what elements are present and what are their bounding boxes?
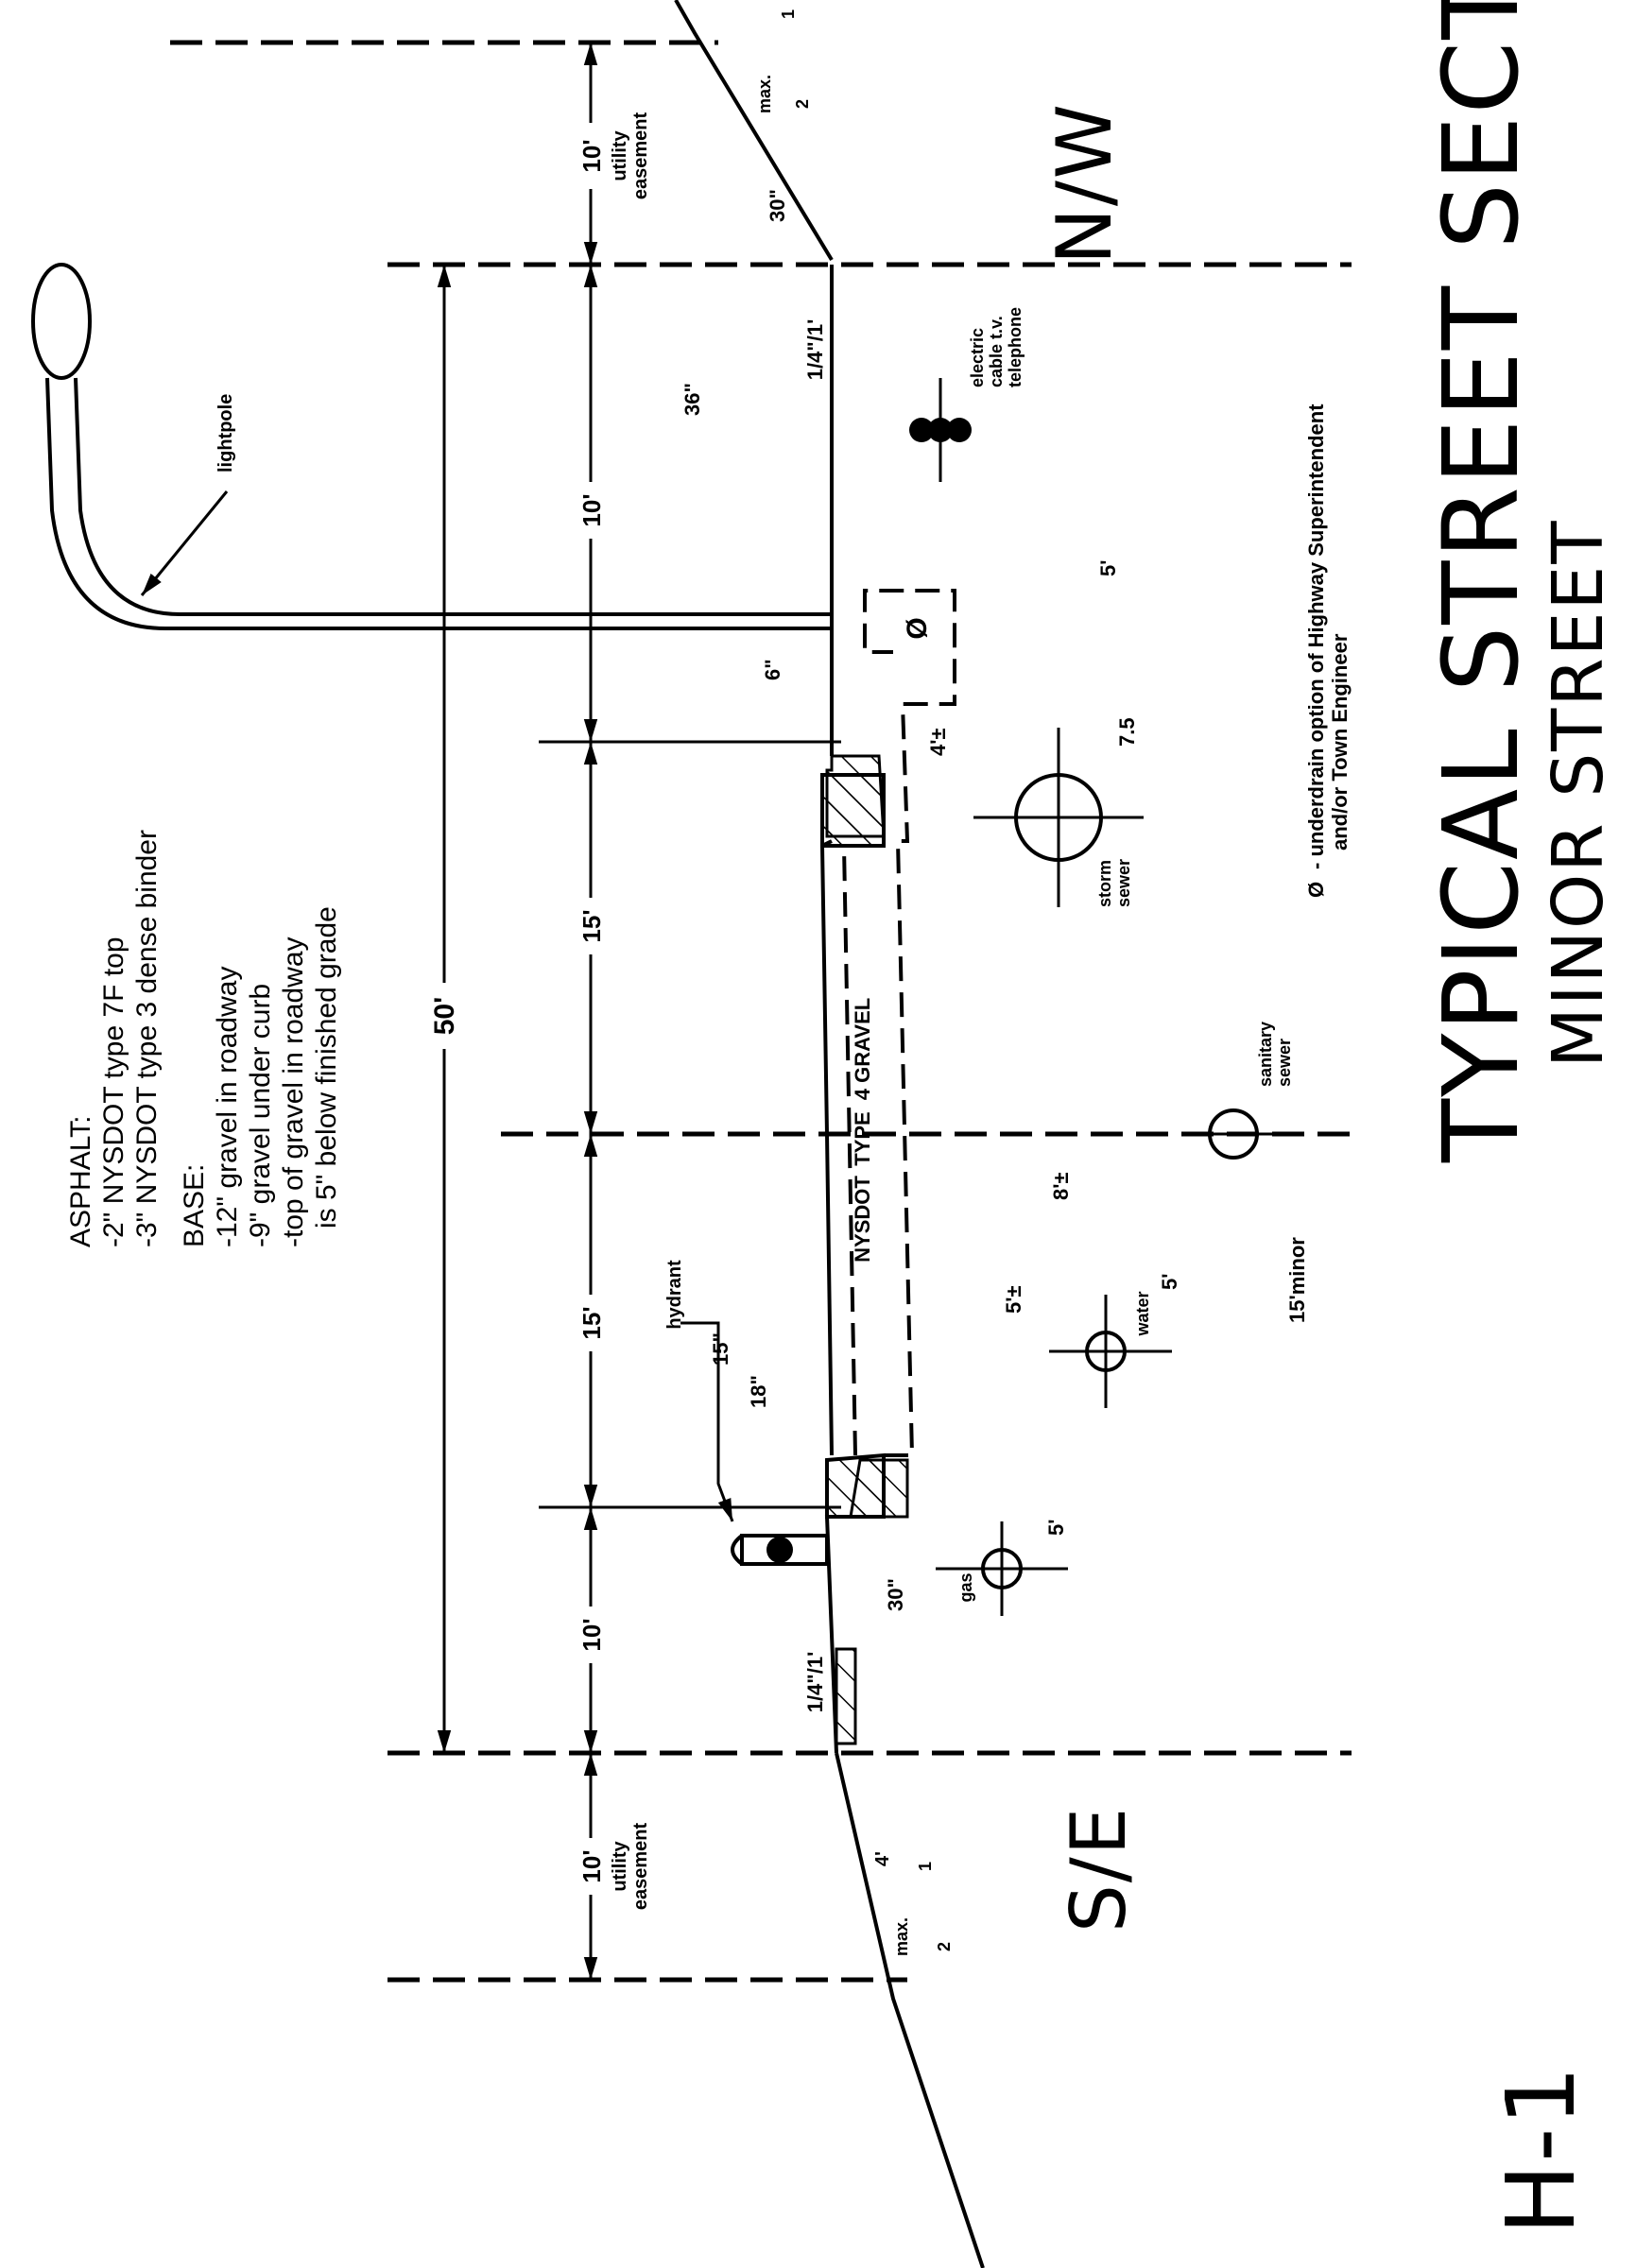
lightpole — [31, 263, 832, 630]
curb-right-base — [825, 754, 886, 838]
slope-run-right: 2 — [793, 99, 812, 109]
dim-easement-right: 10' — [577, 139, 606, 172]
water-line — [1049, 1295, 1172, 1408]
gravel-label-a: NYSDOT — [851, 1176, 874, 1263]
underdrain-symbol: Ø — [902, 617, 933, 639]
side-label-se: S/E — [1055, 1806, 1143, 1933]
dim-7-5: 7.5 — [1115, 717, 1139, 747]
gas-line — [936, 1521, 1068, 1616]
slope-rate-left: 1/4"/1' — [803, 1652, 827, 1713]
hydrant — [731, 1534, 829, 1566]
base-line-2: -9" gravel under curb — [245, 984, 276, 1247]
base-line-1: -12" gravel in roadway — [212, 967, 243, 1247]
underdrain-note-2: and/or Town Engineer — [1328, 633, 1352, 850]
dim-30-left: 30" — [884, 1578, 907, 1611]
sanitary-sewer — [1191, 1108, 1295, 1160]
dim-easement-left-l1: utility — [610, 1840, 630, 1891]
underdrain-note-1: - underdrain option of Highway Superinte… — [1304, 404, 1328, 869]
slope-max-left: max. — [892, 1917, 911, 1956]
base-heading: BASE: — [179, 1164, 210, 1247]
dim-shoulder-right: 10' — [577, 493, 606, 526]
shoulder-left-hatch — [835, 1647, 857, 1745]
segment-dimensions — [539, 43, 841, 1980]
dim-6: 6" — [761, 659, 784, 680]
underdrain-note-symbol: Ø — [1304, 882, 1328, 898]
drawing-title: TYPICAL STREET SECTION — [1421, 0, 1541, 1163]
asphalt-line-2: -3" NYSDOT type 3 dense binder — [131, 830, 163, 1247]
electric-cable-telephone — [909, 378, 972, 482]
asphalt-heading: ASPHALT: — [65, 1116, 96, 1248]
dim-easement-right-l2: easement — [630, 112, 651, 200]
gravel-base-bottom — [863, 589, 956, 1457]
dim-lane-right: 15' — [577, 909, 606, 942]
water-label: water — [1133, 1291, 1152, 1336]
telephone-label: telephone — [1006, 307, 1025, 387]
dim-easement-right-l1: utility — [610, 129, 630, 180]
slope-run-left: 2 — [935, 1942, 954, 1951]
curb-left-base — [849, 1458, 909, 1519]
electric-label: electric — [968, 328, 987, 387]
dim-shoulder-left: 10' — [577, 1618, 606, 1651]
gravel-label-c: 4 GRAVEL — [851, 998, 874, 1100]
dim-easement-left: 10' — [577, 1849, 606, 1882]
dim-lane-left: 15' — [577, 1306, 606, 1339]
dim-15-minor: 15'minor — [1285, 1237, 1309, 1323]
dim-5-gas: 5' — [1044, 1520, 1068, 1536]
hydrant-leader — [680, 1321, 734, 1522]
lightpole-leader — [140, 490, 229, 596]
storm-sewer — [973, 728, 1144, 907]
slope-rise-right: 1 — [779, 9, 798, 19]
dim-36: 36" — [680, 383, 704, 416]
base-line-3: -top of gravel in roadway — [278, 936, 309, 1247]
hydrant-label: hydrant — [664, 1260, 685, 1330]
slope-max-right: max. — [755, 75, 774, 113]
row-width-label: 50' — [429, 997, 460, 1036]
slope-rise-left: 1 — [916, 1862, 935, 1871]
dim-4ft: 4' — [872, 1851, 893, 1866]
dim-18: 18" — [747, 1375, 770, 1408]
cable-label: cable t.v. — [987, 316, 1006, 387]
drawing-subtitle: MINOR STREET — [1538, 519, 1619, 1068]
gravel-label-b: TYPE — [851, 1111, 874, 1165]
gravel-base-top — [842, 845, 857, 1456]
sanitary-label-2: sewer — [1275, 1039, 1294, 1087]
dim-15in: 15" — [709, 1332, 732, 1366]
dim-5-electric: 5' — [1096, 560, 1120, 576]
ground-slope-right — [674, 0, 834, 262]
base-line-4: is 5" below finished grade — [311, 906, 342, 1228]
dim-5-water: 5' — [1158, 1274, 1181, 1290]
roadway-surface — [819, 839, 834, 1456]
asphalt-line-1: -2" NYSDOT type 7F top — [98, 936, 129, 1247]
dim-8pm: 8'± — [1049, 1172, 1073, 1200]
slope-rate-right: 1/4"/1' — [803, 319, 827, 381]
sanitary-label-1: sanitary — [1256, 1022, 1275, 1087]
side-label-nw: N/W — [1041, 102, 1128, 265]
dim-30-right: 30" — [766, 189, 789, 222]
storm-label-1: storm — [1095, 860, 1114, 907]
dim-4pm: 4'± — [926, 728, 950, 756]
gas-label: gas — [956, 1572, 975, 1602]
dim-easement-left-l2: easement — [630, 1823, 651, 1911]
dim-5pm: 5'± — [1002, 1285, 1025, 1314]
sheet-id: H-1 — [1486, 2064, 1596, 2235]
storm-label-2: sewer — [1114, 859, 1133, 907]
ground-slope-left — [835, 1752, 985, 2268]
lightpole-label: lightpole — [215, 394, 236, 472]
